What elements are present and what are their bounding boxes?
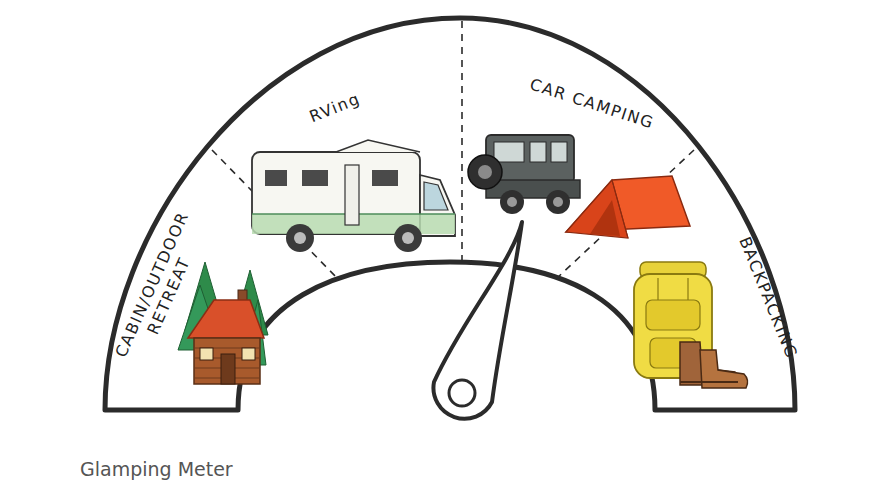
sector-area <box>105 150 270 410</box>
sector-shape <box>100 140 270 415</box>
sector-area <box>212 21 462 279</box>
jeep-illustration <box>468 135 580 214</box>
tent-illustration <box>566 176 690 238</box>
gauge-sector: CABIN/OUTDOOR RETREAT <box>100 140 270 415</box>
boots-illustration <box>680 342 748 388</box>
sector-area <box>462 21 694 279</box>
sector-label: CAR CAMPING <box>513 70 671 138</box>
cabin-illustration <box>178 262 268 384</box>
sector-label: BACKPACKING <box>729 220 807 376</box>
sector-dividers <box>212 21 694 279</box>
sector-label: RVing <box>285 80 385 136</box>
sector-label: CABIN/OUTDOOR RETREAT <box>111 215 209 368</box>
rv-illustration <box>252 140 455 252</box>
gauge-sector: RVing <box>210 18 465 283</box>
gauge-sector: BACKPACKING <box>550 140 800 415</box>
gauge-needle <box>433 222 522 419</box>
sector-shape <box>210 18 465 283</box>
sector-shape <box>550 140 800 415</box>
sector-shape <box>460 18 700 283</box>
sector-area <box>556 150 795 410</box>
diagram-caption: Glamping Meter <box>80 458 233 480</box>
gauge-sector: CAR CAMPING <box>460 18 700 283</box>
